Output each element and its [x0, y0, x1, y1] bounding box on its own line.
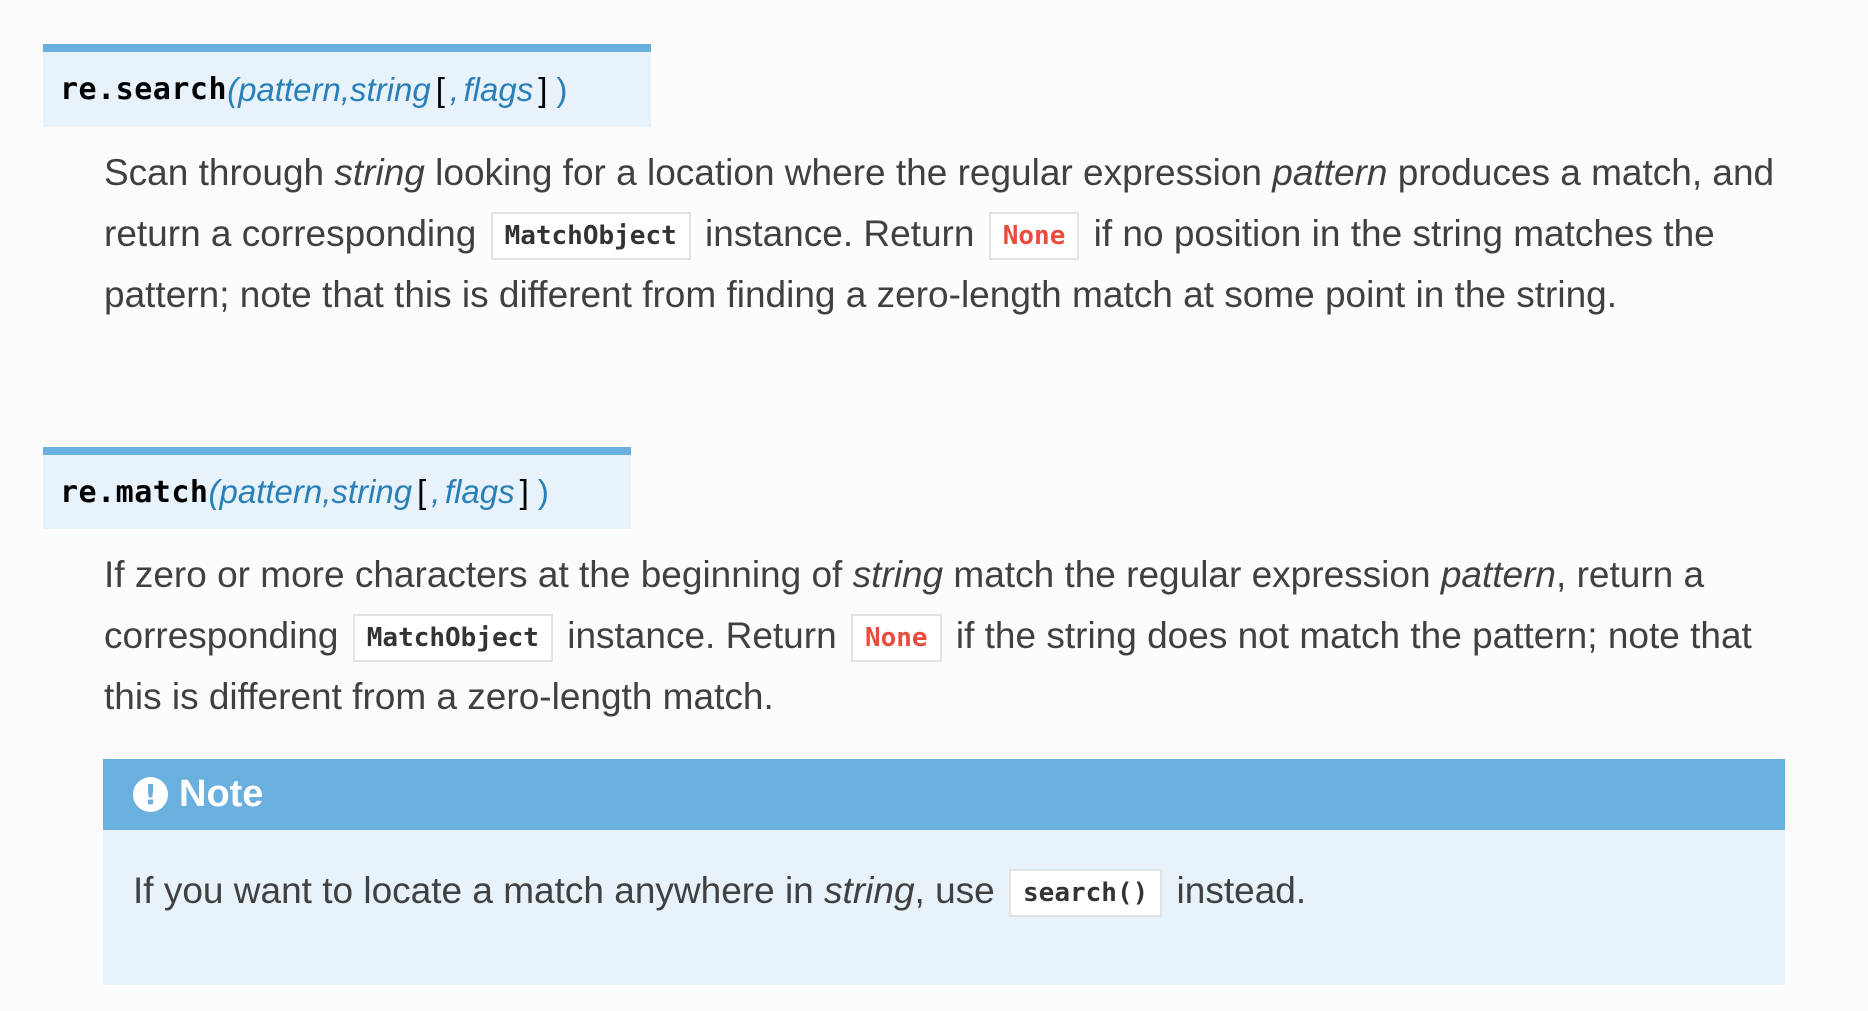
- emphasis-pattern: pattern: [1440, 554, 1557, 595]
- note-title: Note: [179, 773, 264, 815]
- param-string: string: [349, 70, 431, 108]
- param-flags: flags: [463, 70, 534, 108]
- close-paren: ): [537, 473, 549, 510]
- emphasis-string: string: [334, 152, 425, 193]
- text: , return a corresponding: [104, 554, 1705, 656]
- param-separator: ,: [322, 473, 332, 510]
- function-name: re.search: [60, 72, 228, 107]
- code-none-literal: None: [988, 212, 1080, 260]
- function-signature-re-search: re.search(pattern, string[, flags]): [43, 44, 651, 127]
- param-pattern: pattern: [219, 473, 323, 510]
- note-body: If you want to locate a match anywhere i…: [103, 830, 1785, 921]
- note-admonition: ! Note If you want to locate a match any…: [103, 759, 1785, 985]
- text: match the regular expression: [943, 554, 1441, 595]
- optional-open-bracket: [: [417, 473, 427, 510]
- re-search-description: Scan through string looking for a locati…: [104, 142, 1794, 325]
- code-search-function: search(): [1009, 869, 1163, 917]
- param-separator: ,: [340, 70, 350, 108]
- emphasis-string: string: [824, 870, 915, 911]
- open-paren: (: [227, 70, 239, 108]
- exclamation-circle-icon: !: [133, 777, 168, 812]
- param-string: string: [331, 473, 413, 510]
- text: instance. Return: [556, 615, 847, 656]
- text: instead.: [1166, 870, 1307, 911]
- text: if no position in the string matches the…: [104, 213, 1715, 315]
- note-header: ! Note: [103, 759, 1785, 830]
- text: if the string does not match the pattern…: [104, 615, 1752, 717]
- optional-comma: ,: [449, 70, 460, 108]
- param-flags: flags: [444, 473, 515, 510]
- text: , use: [914, 870, 1006, 911]
- text: If you want to locate a match anywhere i…: [133, 870, 825, 911]
- optional-close-bracket: ]: [519, 473, 529, 510]
- text: Scan through: [104, 152, 335, 193]
- text: looking for a location where the regular…: [424, 152, 1273, 193]
- param-pattern: pattern: [238, 70, 341, 108]
- text: produces a match, and return a correspon…: [104, 152, 1775, 254]
- optional-open-bracket: [: [435, 70, 445, 108]
- optional-close-bracket: ]: [538, 70, 548, 108]
- code-none-literal: None: [850, 614, 942, 662]
- emphasis-pattern: pattern: [1272, 152, 1388, 193]
- text: instance. Return: [694, 213, 985, 254]
- re-match-description: If zero or more characters at the beginn…: [104, 544, 1794, 727]
- emphasis-string: string: [852, 554, 944, 595]
- close-paren: ): [556, 70, 568, 108]
- code-matchobject: MatchObject: [490, 212, 691, 260]
- open-paren: (: [208, 473, 220, 510]
- function-signature-re-match: re.match(pattern, string[, flags]): [43, 447, 631, 529]
- text: If zero or more characters at the beginn…: [104, 554, 853, 595]
- optional-comma: ,: [431, 473, 441, 510]
- code-matchobject: MatchObject: [352, 614, 553, 662]
- function-name: re.match: [60, 474, 209, 510]
